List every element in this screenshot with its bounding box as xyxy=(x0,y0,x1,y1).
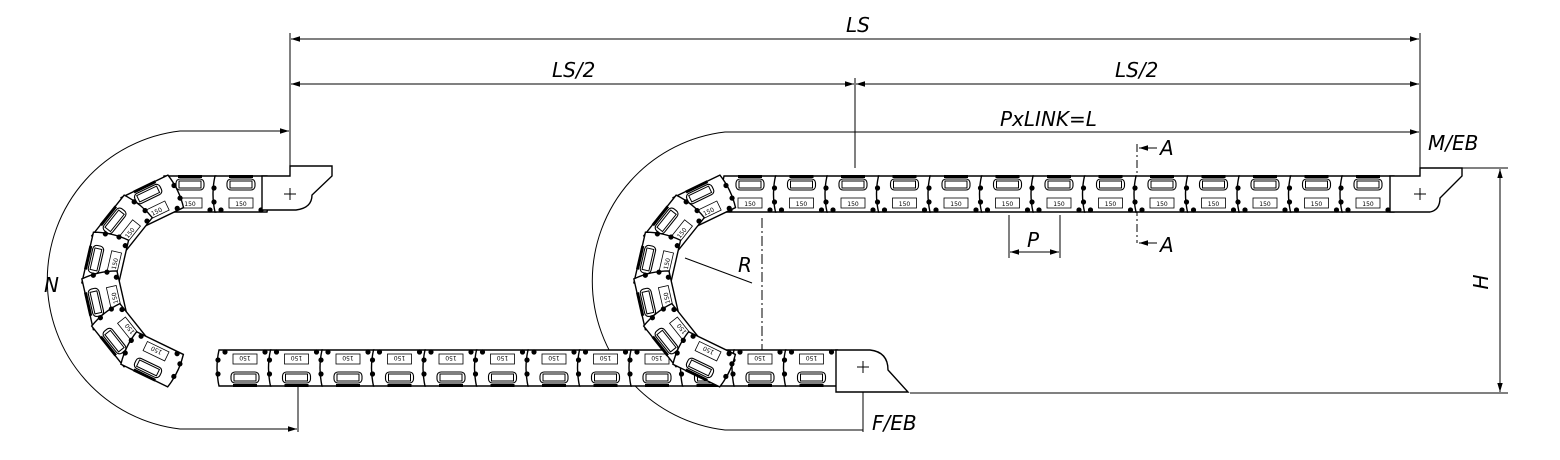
pxlink-label: PxLINK=L xyxy=(1000,107,1097,131)
chain-link: 150 xyxy=(1132,175,1192,213)
f-eb-label: F/EB xyxy=(872,411,917,435)
link-marking: 150 xyxy=(651,354,663,361)
n-label: N xyxy=(44,273,59,297)
link-marking: 150 xyxy=(150,344,164,355)
end-brackets xyxy=(261,165,1463,393)
ls-half-left-label: LS/2 xyxy=(552,58,595,82)
chain-link: 150 xyxy=(120,330,185,388)
link-marking: 150 xyxy=(663,291,672,304)
chain-link: 150 xyxy=(1029,175,1089,213)
link-marking: 150 xyxy=(497,354,509,361)
ls-half-right-label: LS/2 xyxy=(1115,58,1158,82)
chain-link: 150 xyxy=(575,349,636,387)
link-marking: 150 xyxy=(1362,201,1374,208)
chain-link: 150 xyxy=(1338,175,1398,213)
chain-link: 150 xyxy=(823,175,883,213)
pxlink-dimension xyxy=(591,129,1419,431)
chain-link: 150 xyxy=(1183,175,1244,213)
link-marking: 150 xyxy=(1053,201,1065,208)
chain-link: 150 xyxy=(730,349,790,387)
chain-link: 150 xyxy=(472,349,533,387)
link-marking: 150 xyxy=(663,257,672,270)
r-label: R xyxy=(738,253,752,277)
link-marking: 150 xyxy=(796,201,808,208)
link-marking: 150 xyxy=(754,354,766,361)
chain-link: 150 xyxy=(1235,175,1295,213)
n-dimension xyxy=(46,130,297,432)
link-marking: 150 xyxy=(342,354,354,361)
chain-link: 150 xyxy=(672,330,737,388)
link-marking: 150 xyxy=(239,354,251,361)
link-marking: 150 xyxy=(1156,201,1168,208)
cable-chain: 150 150 150 150 150 150 150 150 150 150 150 150 150 1… xyxy=(81,174,1398,388)
link-marking: 150 xyxy=(806,354,818,361)
link-marking: 150 xyxy=(184,201,196,208)
chain-link: 150 xyxy=(421,349,481,387)
dimension-labels: LS LS/2 LS/2 PxLINK=L M/EB F/EB N H P R … xyxy=(44,13,1493,435)
link-marking: 150 xyxy=(235,201,247,208)
m-eb-label: M/EB xyxy=(1428,131,1478,155)
p-label: P xyxy=(1027,228,1040,252)
section-a-bottom-label: A xyxy=(1158,233,1174,257)
chain-link: 150 xyxy=(318,349,378,387)
chain-link: 150 xyxy=(771,175,832,213)
chain-link: 150 xyxy=(926,175,986,213)
link-marking: 150 xyxy=(1311,201,1323,208)
link-marking: 150 xyxy=(702,206,716,217)
chain-link: 150 xyxy=(1080,175,1141,213)
f-eb-bracket xyxy=(835,349,910,393)
chain-link: 150 xyxy=(524,349,584,387)
link-marking: 150 xyxy=(702,344,716,355)
link-marking: 150 xyxy=(950,201,962,208)
chain-link: 150 xyxy=(874,175,935,213)
link-marking: 150 xyxy=(150,206,164,217)
link-marking: 150 xyxy=(1105,201,1117,208)
link-marking: 150 xyxy=(899,201,911,208)
chain-link: 150 xyxy=(977,175,1038,213)
chain-link: 150 xyxy=(369,349,430,387)
r-leader xyxy=(684,257,753,284)
link-marking: 150 xyxy=(744,201,756,208)
ls-label: LS xyxy=(846,13,870,37)
chain-link: 150 xyxy=(266,349,327,387)
link-marking: 150 xyxy=(847,201,859,208)
link-marking: 150 xyxy=(548,354,560,361)
link-marking: 150 xyxy=(600,354,612,361)
link-marking: 150 xyxy=(1208,201,1220,208)
h-label: H xyxy=(1469,274,1493,289)
link-marking: 150 xyxy=(111,291,120,304)
link-marking: 150 xyxy=(111,257,120,270)
section-a-top-label: A xyxy=(1158,136,1174,160)
link-marking: 150 xyxy=(291,354,303,361)
link-marking: 150 xyxy=(394,354,406,361)
link-marking: 150 xyxy=(1002,201,1014,208)
link-marking: 150 xyxy=(1259,201,1271,208)
chain-link: 150 xyxy=(1286,175,1347,213)
left-end-bracket xyxy=(261,165,333,211)
chain-link: 150 xyxy=(215,349,275,387)
chain-link: 150 xyxy=(781,349,842,387)
link-marking: 150 xyxy=(445,354,457,361)
m-eb-bracket xyxy=(1389,167,1463,213)
